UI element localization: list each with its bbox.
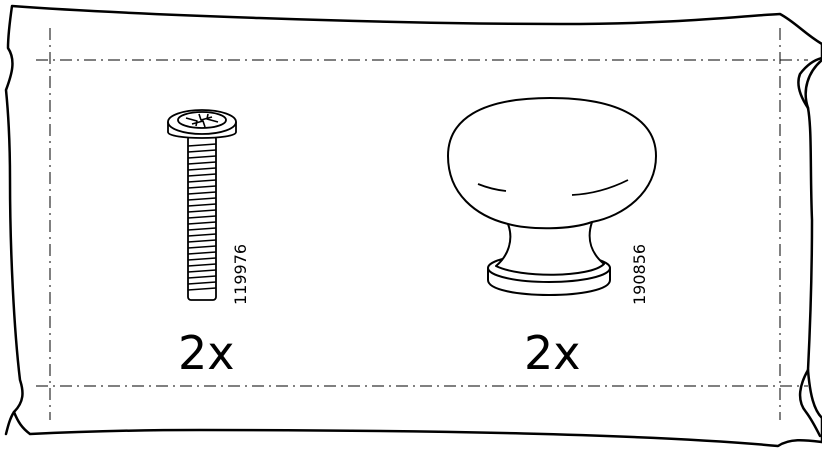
- screw-icon: [167, 109, 237, 301]
- knob-article-number: 190856: [630, 243, 649, 305]
- knob-icon: [447, 97, 657, 296]
- screw-quantity: 2x: [178, 326, 235, 380]
- screw-cross-slot: [185, 113, 219, 128]
- knob-quantity: 2x: [524, 326, 581, 380]
- screw-thread: [187, 143, 217, 291]
- screw-article-number: 119976: [231, 243, 250, 305]
- fold-guide-lines: [36, 28, 808, 420]
- bag-outline-icon: [4, 4, 822, 448]
